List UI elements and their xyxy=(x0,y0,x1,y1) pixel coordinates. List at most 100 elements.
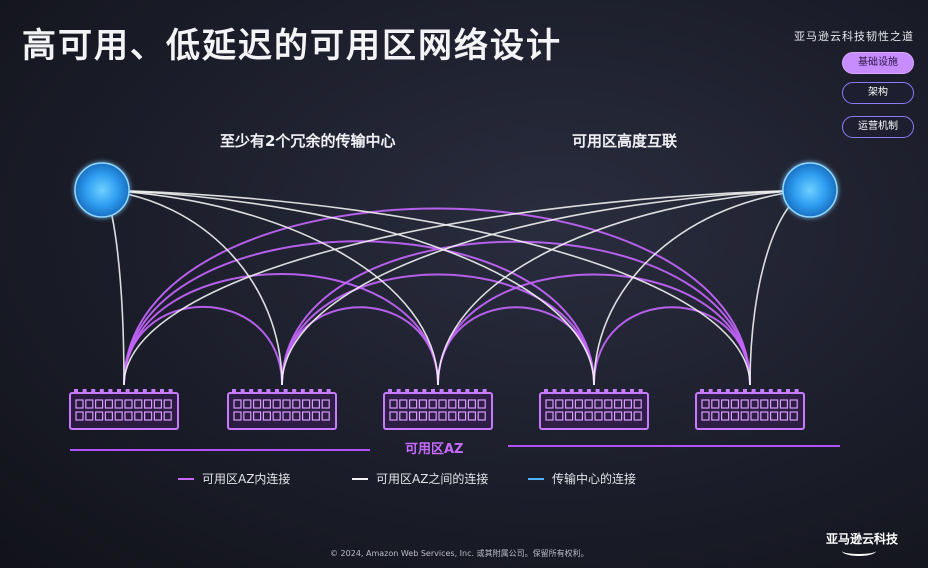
az-rack-cell xyxy=(243,399,252,409)
legend-item-inter-az: 可用区AZ之间的连接 xyxy=(352,470,488,487)
az-rack-cell xyxy=(94,399,104,409)
inter-az-link xyxy=(101,189,283,386)
az-box-frame xyxy=(695,392,805,430)
inter-az-link xyxy=(101,189,751,386)
az-box-notch xyxy=(300,389,305,393)
az-rack-cell xyxy=(711,411,720,421)
az-box-notch xyxy=(700,389,704,393)
sidebar-button-operations[interactable]: 运营机制 xyxy=(842,116,914,138)
transit-center-node-right xyxy=(782,162,838,218)
az-rack-cell xyxy=(769,411,779,421)
legend-item-transit: 传输中心的连接 xyxy=(528,470,636,487)
az-rack-cell xyxy=(555,411,564,421)
az-box-frame xyxy=(227,392,337,430)
az-box xyxy=(539,389,649,430)
az-rack-cell xyxy=(438,411,447,421)
az-rack-cell xyxy=(153,399,162,409)
az-rack-cell xyxy=(623,399,633,409)
az-box-notch xyxy=(232,389,236,393)
az-rack-cell xyxy=(153,411,162,421)
az-rack-cell xyxy=(458,411,467,421)
az-box-notch xyxy=(142,389,147,393)
az-rack-cell xyxy=(134,399,143,409)
az-box-notch xyxy=(569,389,574,393)
az-rack-cell xyxy=(292,399,301,409)
az-box-notch xyxy=(396,389,401,393)
az-box-notch xyxy=(552,389,557,393)
az-box-notch xyxy=(595,389,600,393)
az-rack-cell xyxy=(779,399,789,409)
az-box-notch xyxy=(275,389,279,393)
brand-logo: 亚马逊云科技 xyxy=(825,532,898,546)
az-rack-cell xyxy=(604,411,613,421)
az-rack-cell xyxy=(311,399,320,409)
az-rack-cell xyxy=(769,399,779,409)
sidebar-button-infrastructure[interactable]: 基础设施 xyxy=(842,52,914,74)
az-box-notch xyxy=(91,389,96,393)
az-rack-cell xyxy=(701,399,710,409)
az-box-notch xyxy=(318,389,322,393)
az-box-notch xyxy=(638,389,643,393)
az-rack-cell xyxy=(448,411,457,421)
az-box-notch xyxy=(134,389,139,393)
az-rack-cell xyxy=(243,411,252,421)
az-rack-cell xyxy=(262,399,271,409)
az-label: 可用区AZ xyxy=(405,442,464,457)
az-rack-cell xyxy=(85,399,94,409)
az-rack-cell xyxy=(233,399,242,409)
az-box-notch xyxy=(768,389,773,393)
az-box-notch xyxy=(249,389,254,393)
az-rack-cell xyxy=(477,411,486,421)
az-rack-cell xyxy=(477,399,486,409)
az-box-notch xyxy=(717,389,722,393)
intra-az-link xyxy=(281,273,595,386)
az-rack-cell xyxy=(253,411,262,421)
az-box-notch xyxy=(465,389,470,393)
az-rack-cell xyxy=(438,399,447,409)
legend-swatch-purple xyxy=(178,477,194,480)
az-box-notch xyxy=(561,389,566,393)
az-box-notch xyxy=(257,389,262,393)
az-rack-cell xyxy=(584,411,593,421)
az-rack-cell xyxy=(633,399,642,409)
az-box-notch xyxy=(777,389,782,393)
az-box-notch xyxy=(283,389,288,393)
az-rack-cell xyxy=(399,399,408,409)
az-box-notch xyxy=(743,389,747,393)
legend-label: 可用区AZ之间的连接 xyxy=(376,472,489,486)
az-rack-cell xyxy=(253,399,262,409)
inter-az-link xyxy=(593,189,811,386)
az-box-notch xyxy=(630,389,634,393)
az-box-notch xyxy=(734,389,739,393)
az-box-notch xyxy=(621,389,626,393)
az-rack-cell xyxy=(594,411,603,421)
az-rack-cell xyxy=(409,399,418,409)
az-box-frame xyxy=(539,392,649,430)
az-box-notch xyxy=(439,389,444,393)
az-rack-cell xyxy=(701,411,710,421)
az-rack-cell xyxy=(720,411,730,421)
az-rack-cell xyxy=(584,399,593,409)
sidebar-button-architecture[interactable]: 架构 xyxy=(842,82,914,104)
az-rack-cell xyxy=(730,411,740,421)
az-box-notch xyxy=(587,389,591,393)
az-box-notch xyxy=(125,389,130,393)
az-rack-cell xyxy=(428,399,437,409)
az-box-notch xyxy=(760,389,765,393)
transit-center-label: 至少有2个冗余的传输中心 xyxy=(220,132,396,150)
az-box-notch xyxy=(405,389,410,393)
az-rack-cell xyxy=(730,399,740,409)
az-box-notch xyxy=(117,389,121,393)
az-rack-cell xyxy=(272,399,281,409)
az-rack-cell xyxy=(750,411,759,421)
az-rack-cell xyxy=(409,411,418,421)
az-group xyxy=(69,389,805,430)
inter-az-link xyxy=(281,189,811,386)
az-rack-cell xyxy=(418,399,427,409)
az-rack-cell xyxy=(467,411,476,421)
az-rack-cell xyxy=(418,411,427,421)
az-box-notch xyxy=(431,389,435,393)
az-rack-cell xyxy=(467,399,476,409)
az-rack-cell xyxy=(604,399,613,409)
